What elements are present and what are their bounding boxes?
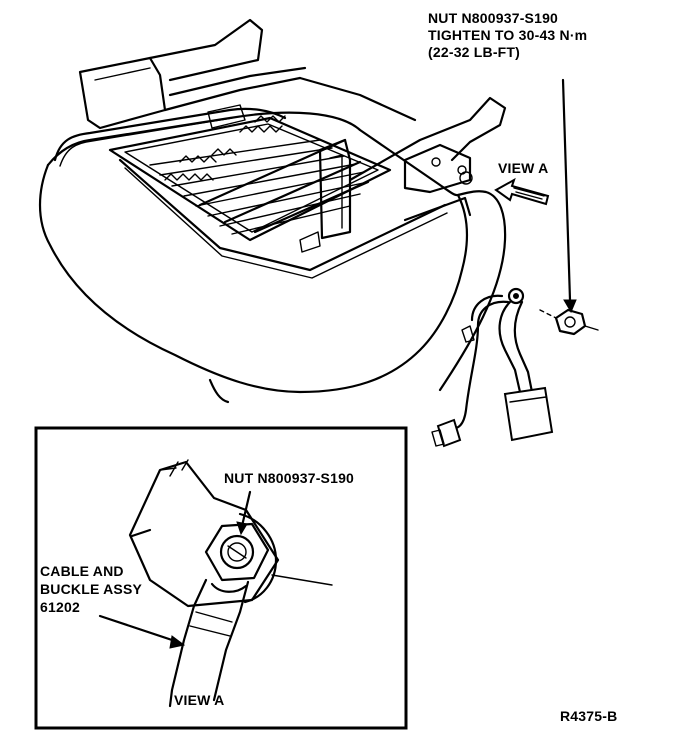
- nut-callout-line2: TIGHTEN TO 30-43 N·m: [428, 27, 588, 43]
- seat-track-right: [299, 96, 507, 253]
- inset-title: VIEW A: [174, 692, 225, 708]
- seat-cushion: [38, 111, 507, 404]
- nut-callout: NUT N800937-S190 TIGHTEN TO 30-43 N·m (2…: [428, 10, 587, 61]
- nut-callout-line3: (22-32 LB-FT): [428, 44, 521, 60]
- inset-nut: [204, 522, 270, 582]
- inset-cable-leader: [98, 614, 186, 649]
- inset-nut-leader: [236, 490, 252, 536]
- cable-label-line2: BUCKLE ASSY: [40, 581, 143, 597]
- inset-frame: [34, 426, 408, 730]
- cable-buckle-main: [431, 287, 554, 448]
- inset-nut-label: NUT N800937-S190: [224, 470, 355, 486]
- figure-code: R4375-B: [560, 708, 618, 724]
- inset-bracket: [128, 459, 333, 608]
- seat-track-left: [78, 18, 417, 130]
- nut-main: [539, 308, 599, 336]
- view-a-arrow: [494, 177, 550, 206]
- cable-label-line1: CABLE AND: [40, 563, 124, 579]
- view-a-label: VIEW A: [498, 160, 549, 176]
- nut-callout-line1: NUT N800937-S190: [428, 10, 559, 26]
- seat-frame: [53, 107, 448, 279]
- inset-cable-strap: [168, 578, 250, 708]
- nut-leader-line: [561, 78, 577, 314]
- cable-label-line3: 61202: [40, 599, 80, 615]
- cable-buckle-label: CABLE AND BUCKLE ASSY 61202: [40, 562, 142, 616]
